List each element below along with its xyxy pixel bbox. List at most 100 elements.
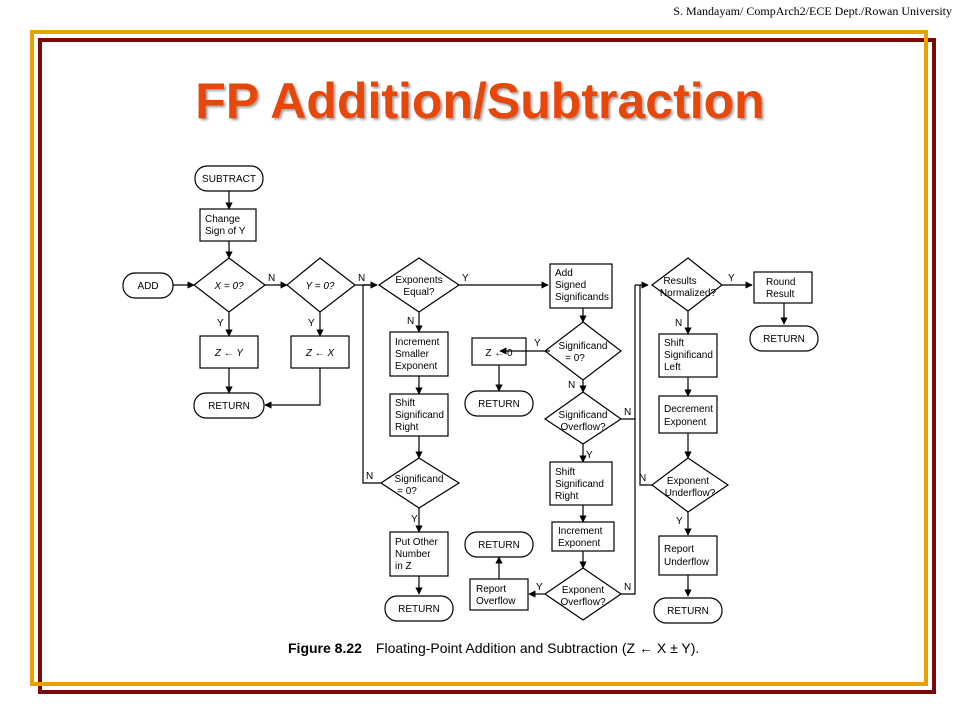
significand-zero-2-label-1: Significand xyxy=(559,341,608,352)
significand-overflow-label-1: Significand xyxy=(559,410,608,421)
branch-n-exp: N xyxy=(407,316,414,327)
shift-significand-right-2-label-3: Right xyxy=(555,491,579,502)
z-gets-y-box xyxy=(199,335,259,369)
x-zero-decision xyxy=(193,257,266,313)
significand-zero-1-label-1: Significand xyxy=(395,474,444,485)
shift-left-box xyxy=(658,333,718,378)
significand-zero-2-label-2: = 0? xyxy=(565,353,585,364)
report-underflow-label-1: Report xyxy=(664,544,694,555)
increment-exponent-box xyxy=(551,521,615,552)
results-normalized-label-1: Results xyxy=(663,276,696,287)
increment-smaller-label-1: Increment xyxy=(395,337,440,348)
report-underflow-box xyxy=(658,535,718,576)
exponent-overflow-label-2: Overflow? xyxy=(560,597,605,608)
change-sign-label-1: Change xyxy=(205,214,240,225)
z-gets-x-label: Z ← X xyxy=(305,348,335,359)
exponent-underflow-label-1: Exponent xyxy=(667,476,709,487)
branch-n-y: N xyxy=(358,273,365,284)
branch-y-sig2: Y xyxy=(534,338,541,349)
shift-right-label-1: Shift xyxy=(395,398,415,409)
branch-y-sigovf: Y xyxy=(586,450,593,461)
z-gets-0-box xyxy=(471,337,527,366)
branch-n-expovf: N xyxy=(624,582,631,593)
branch-n-x: N xyxy=(268,273,275,284)
branch-n-norm: N xyxy=(675,318,682,329)
add-label: ADD xyxy=(137,281,158,292)
return-label-5: RETURN xyxy=(763,334,805,345)
report-overflow-label-2: Overflow xyxy=(476,596,516,607)
branch-y-x: Y xyxy=(217,318,224,329)
put-other-label-2: Number xyxy=(395,549,431,560)
figure-caption-text: Floating-Point Addition and Subtraction … xyxy=(375,640,700,656)
put-other-label-3: in Z xyxy=(395,561,412,572)
subtract-terminal xyxy=(194,165,264,192)
branch-n-sigovf: N xyxy=(624,407,631,418)
add-signed-label-2: Signed xyxy=(555,280,586,291)
x-zero-label: X = 0? xyxy=(213,281,244,292)
return-terminal-4 xyxy=(464,531,534,558)
exponents-equal-label-2: Equal? xyxy=(403,287,435,298)
significand-overflow-decision xyxy=(543,391,623,445)
return-terminal-5 xyxy=(749,325,819,352)
return-label-3: RETURN xyxy=(478,399,520,410)
branch-y-exp: Y xyxy=(462,273,469,284)
return-label-1: RETURN xyxy=(208,401,250,412)
shift-left-label-3: Left xyxy=(664,362,681,373)
shift-left-label-2: Significand xyxy=(664,350,713,361)
z-gets-x-box xyxy=(290,335,350,369)
round-result-label-2: Result xyxy=(766,289,795,300)
shift-significand-right-2-label-1: Shift xyxy=(555,467,575,478)
return-terminal-1 xyxy=(193,392,265,419)
increment-exponent-label-1: Increment xyxy=(558,526,603,537)
figure-caption: Figure 8.22 Floating-Point Addition and S… xyxy=(288,640,699,656)
change-sign-label-2: Sign of Y xyxy=(205,226,246,237)
shift-significand-right-2-label-2: Significand xyxy=(555,479,604,490)
decrement-exponent-label-2: Exponent xyxy=(664,417,706,428)
report-underflow-label-2: Underflow xyxy=(664,557,710,568)
slide-title: FP Addition/Subtraction xyxy=(195,73,765,129)
exponents-equal-decision xyxy=(377,257,461,313)
decrement-exponent-box xyxy=(658,395,718,434)
subtract-label: SUBTRACT xyxy=(202,174,256,185)
results-normalized-decision xyxy=(650,257,723,312)
add-signed-label-3: Significands xyxy=(555,292,609,303)
slide-frame xyxy=(30,30,928,686)
increment-smaller-label-2: Smaller xyxy=(395,349,430,360)
exponent-overflow-label-1: Exponent xyxy=(562,585,604,596)
shift-significand-right-2-box xyxy=(549,461,613,506)
return-terminal-3 xyxy=(464,390,534,417)
exponents-equal-label-1: Exponents xyxy=(395,275,442,286)
branch-n-underflow: N xyxy=(639,473,646,484)
return-terminal-2 xyxy=(384,595,454,622)
branch-y-y: Y xyxy=(308,318,315,329)
shift-right-box xyxy=(389,393,449,437)
decrement-exponent-label-1: Decrement xyxy=(664,404,713,415)
significand-overflow-label-2: Overflow? xyxy=(560,422,605,433)
round-result-label-1: Round xyxy=(766,277,795,288)
branch-y-sig1: Y xyxy=(411,514,418,525)
report-overflow-label-1: Report xyxy=(476,584,506,595)
add-signed-box xyxy=(549,263,613,309)
y-zero-decision xyxy=(286,257,356,313)
z-gets-y-label: Z ← Y xyxy=(214,348,244,359)
exponent-underflow-label-2: Underflow? xyxy=(665,488,716,499)
report-overflow-box xyxy=(469,578,529,611)
significand-zero-decision-1 xyxy=(379,457,461,509)
z-gets-0-label: Z ← 0 xyxy=(485,348,513,359)
round-result-box xyxy=(753,271,813,304)
figure-number: Figure 8.22 xyxy=(288,640,362,656)
shift-right-label-3: Right xyxy=(395,422,419,433)
branch-y-norm: Y xyxy=(728,273,735,284)
put-other-box xyxy=(389,531,449,577)
change-sign-box xyxy=(199,208,257,242)
shift-left-label-1: Shift xyxy=(664,338,684,349)
increment-exponent-label-2: Exponent xyxy=(558,538,600,549)
significand-zero-decision-2 xyxy=(544,321,622,381)
y-zero-label: Y = 0? xyxy=(305,281,334,292)
significand-zero-1-label-2: = 0? xyxy=(397,486,417,497)
increment-smaller-label-3: Exponent xyxy=(395,361,437,372)
return-label-6: RETURN xyxy=(667,606,709,617)
return-terminal-6 xyxy=(653,597,723,624)
increment-smaller-box xyxy=(389,331,449,377)
